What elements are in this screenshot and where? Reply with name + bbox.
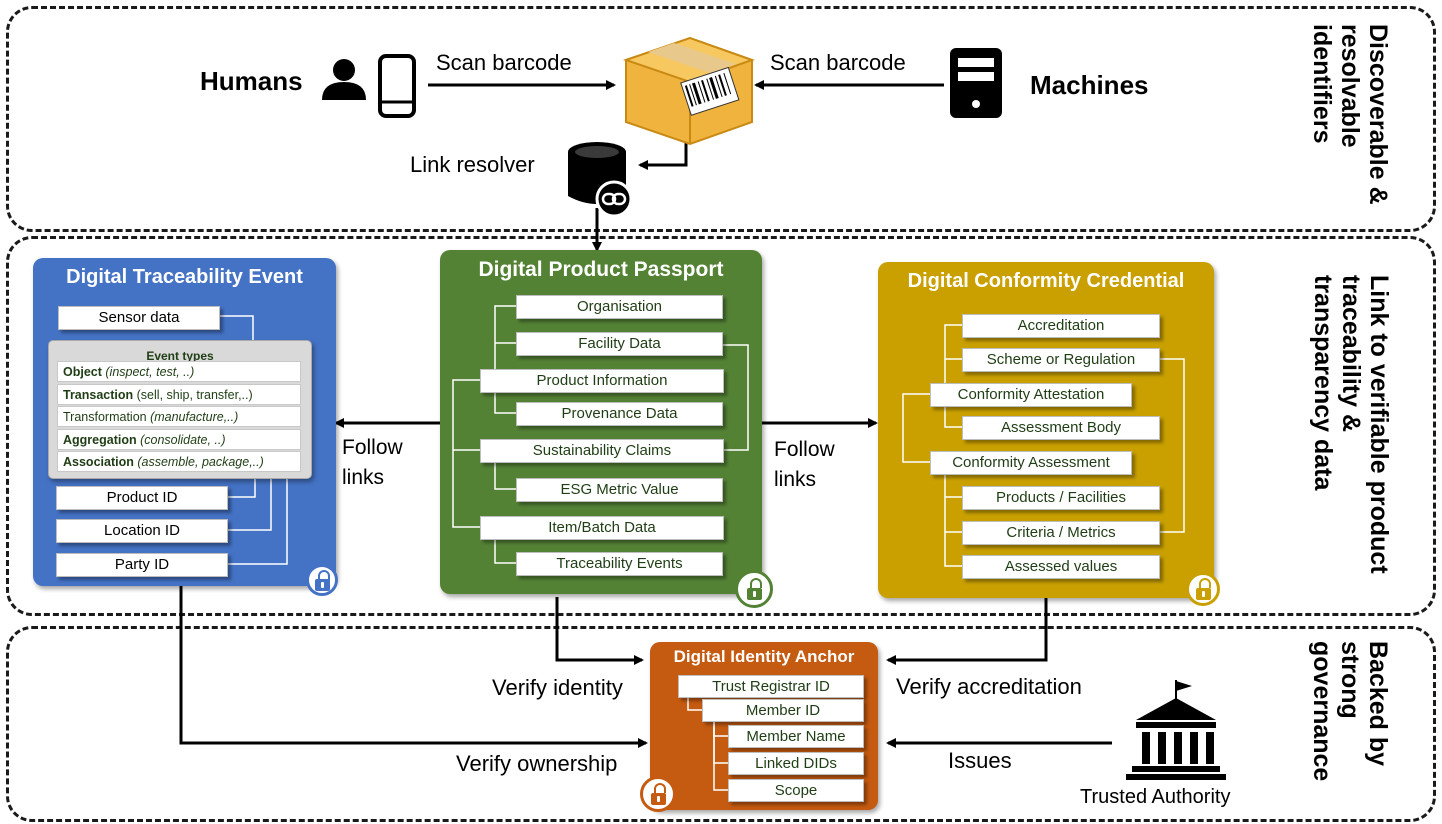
- dpp-item: Provenance Data: [516, 402, 723, 426]
- dte-event-type-examples: (sell, ship, transfer,..): [133, 387, 253, 402]
- dia-item: Linked DIDs: [728, 752, 864, 775]
- section-discoverable: [6, 6, 1436, 232]
- dte-event-type-row: Association (assemble, package,..): [57, 451, 301, 472]
- verify-accreditation-label: Verify accreditation: [896, 674, 1082, 699]
- dte-event-type-row: Object (inspect, test, ..): [57, 361, 301, 382]
- dte-event-type-examples: (consolidate, ..): [136, 432, 226, 447]
- dia-item: Trust Registrar ID: [678, 675, 864, 698]
- dcc-item: Assessed values: [962, 555, 1160, 579]
- dte-event-type-row: Aggregation (consolidate, ..): [57, 428, 301, 450]
- dte-sensor-data: Sensor data: [58, 306, 220, 330]
- verify-ownership-label: Verify ownership: [456, 751, 618, 776]
- lock-icon: [1186, 572, 1220, 606]
- machines-label: Machines: [1030, 70, 1149, 100]
- dte-event-type-row: Transformation (manufacture,..): [57, 406, 301, 427]
- dpp-item: Facility Data: [516, 332, 723, 356]
- database-link-icon: [568, 142, 633, 218]
- dcc-item: Conformity Attestation: [930, 383, 1132, 407]
- issues-label: Issues: [948, 748, 1012, 773]
- resolver-arrow: [638, 140, 688, 170]
- dpp-title: Digital Product Passport: [478, 258, 724, 281]
- lock-icon: [640, 776, 676, 812]
- dte-event-types-heading: Event types: [146, 349, 214, 363]
- section-link: [6, 236, 1436, 616]
- person-icon: [322, 59, 366, 100]
- dte-event-type-name: Association: [63, 455, 134, 469]
- dte-event-type-row: Transaction (sell, ship, transfer,..): [57, 383, 301, 405]
- follow-links-right-label-2: links: [774, 468, 817, 491]
- dpp-item: Item/Batch Data: [480, 516, 724, 540]
- dte-event-type-examples: (manufacture,..): [146, 410, 239, 424]
- verify-accreditation-arrow: [886, 598, 1048, 665]
- package-barcode-icon: [622, 36, 755, 146]
- dpp-item: Product Information: [480, 369, 724, 393]
- dia-item: Scope: [728, 779, 864, 802]
- link-resolver-label: Link resolver: [410, 152, 535, 177]
- follow-links-left-label-1: Follow: [342, 436, 403, 459]
- side-title-discoverable: Discoverable & resolvable identifiers: [1308, 24, 1392, 205]
- dpp-item: Sustainability Claims: [480, 439, 724, 463]
- dcc-item: Conformity Assessment: [930, 451, 1132, 475]
- dpp-item: Traceability Events: [516, 552, 723, 576]
- phone-icon: [378, 54, 416, 118]
- section-governance: [6, 626, 1436, 822]
- dte-event-type-name: Object: [63, 365, 102, 379]
- verify-identity-arrow: [555, 597, 644, 665]
- trusted-authority-label: Trusted Authority: [1080, 786, 1231, 808]
- humans-label: Humans: [200, 66, 303, 96]
- dia-item: Member ID: [702, 699, 864, 722]
- dte-event-type-name: Transformation: [63, 410, 147, 424]
- dte-product-id: Product ID: [56, 486, 228, 510]
- scan-barcode-right-label: Scan barcode: [770, 50, 906, 75]
- dcc-item: Products / Facilities: [962, 486, 1160, 510]
- dia-item: Member Name: [728, 725, 864, 748]
- follow-links-right-label-1: Follow: [774, 438, 835, 461]
- dte-event-type-examples: (assemble, package,..): [133, 455, 264, 469]
- verify-ownership-arrow: [179, 582, 648, 748]
- dte-party-id: Party ID: [56, 553, 228, 577]
- dte-title: Digital Traceability Event: [66, 266, 303, 288]
- dte-event-type-name: Transaction: [63, 387, 134, 402]
- dte-location-id: Location ID: [56, 519, 228, 543]
- side-title-governance: Backed by strong governance: [1308, 641, 1392, 782]
- dcc-title: Digital Conformity Credential: [907, 270, 1185, 292]
- side-title-link: Link to verifiable product traceability …: [1309, 275, 1393, 574]
- dte-event-types-group: Event types Object (inspect, test, ..)Tr…: [48, 340, 312, 479]
- dcc-item: Criteria / Metrics: [962, 521, 1160, 545]
- government-building-icon: [1126, 680, 1226, 780]
- dte-event-type-examples: (inspect, test, ..): [101, 365, 195, 379]
- computer-tower-icon: [950, 48, 1002, 118]
- dcc-item: Assessment Body: [962, 416, 1160, 440]
- dpp-item: ESG Metric Value: [516, 478, 723, 502]
- dia-title: Digital Identity Anchor: [673, 647, 855, 666]
- dcc-item: Scheme or Regulation: [962, 348, 1160, 372]
- lock-icon: [306, 564, 338, 596]
- verify-identity-label: Verify identity: [492, 675, 623, 700]
- dpp-item: Organisation: [516, 295, 723, 319]
- dte-event-type-name: Aggregation: [63, 432, 137, 447]
- follow-links-left-label-2: links: [342, 466, 385, 489]
- scan-barcode-left-label: Scan barcode: [436, 50, 572, 75]
- dcc-item: Accreditation: [962, 314, 1160, 338]
- lock-icon: [735, 570, 773, 608]
